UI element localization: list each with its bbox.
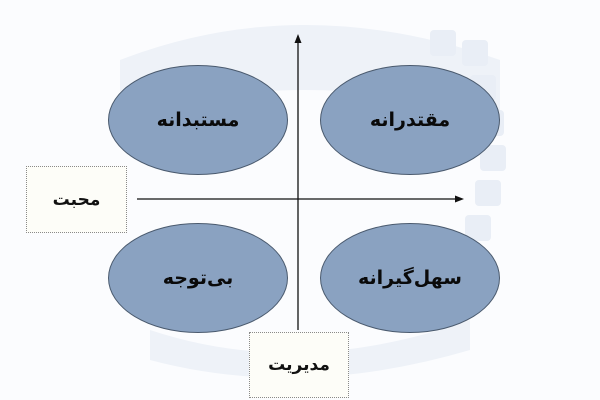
quadrant-authoritative: مقتدرانه	[320, 65, 500, 175]
quadrant-authoritarian: مستبدانه	[108, 65, 288, 175]
axis-label-control-text: مدیریت	[268, 355, 330, 375]
quadrant-authoritative-label: مقتدرانه	[369, 109, 451, 131]
quadrant-neglectful: بی‌توجه	[108, 223, 288, 333]
axis-label-control: مدیریت	[249, 332, 349, 398]
axis-label-affection: محبت	[26, 166, 127, 233]
quadrant-authoritarian-label: مستبدانه	[156, 109, 240, 131]
horizontal-axis-arrow-icon	[455, 195, 464, 203]
quadrant-permissive-label: سهل‌گیرانه	[358, 267, 462, 289]
quadrant-neglectful-label: بی‌توجه	[162, 267, 234, 289]
vertical-axis-arrow-icon	[294, 34, 302, 43]
axis-label-affection-text: محبت	[52, 189, 101, 210]
quadrant-permissive: سهل‌گیرانه	[320, 223, 500, 333]
